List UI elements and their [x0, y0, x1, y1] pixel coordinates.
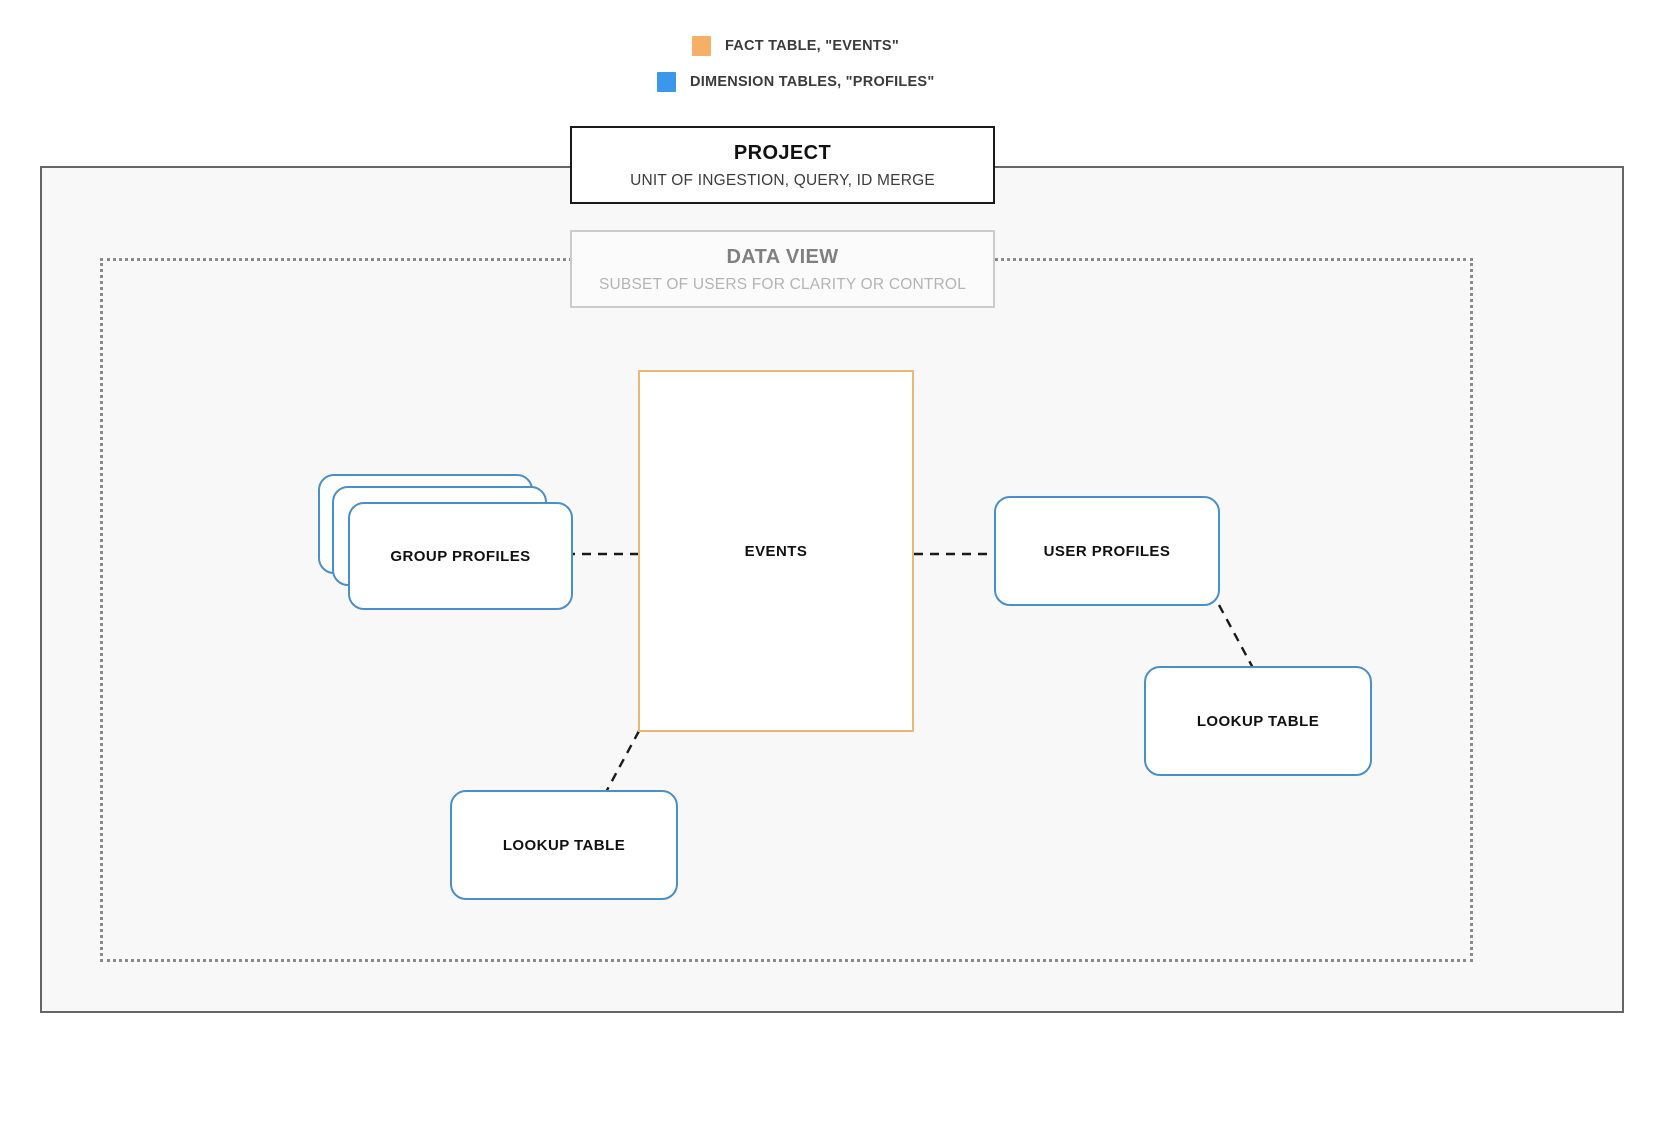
- node-user-profiles-label: USER PROFILES: [1043, 542, 1171, 560]
- legend-item-label: FACT TABLE, "EVENTS": [725, 38, 899, 54]
- data-view-subtitle: SUBSET OF USERS FOR CLARITY OR CONTROL: [598, 276, 967, 293]
- square-swatch-blue-icon: [657, 72, 676, 92]
- project-title-box: PROJECT UNIT OF INGESTION, QUERY, ID MER…: [570, 126, 995, 204]
- square-swatch-orange-icon: [692, 36, 711, 56]
- node-group-profiles[interactable]: GROUP PROFILES: [318, 474, 573, 610]
- node-lookup-table-right[interactable]: LOOKUP TABLE: [1144, 666, 1372, 776]
- data-view-title-box: DATA VIEW SUBSET OF USERS FOR CLARITY OR…: [570, 230, 995, 308]
- node-lookup-table-right-label: LOOKUP TABLE: [1196, 712, 1320, 730]
- node-lookup-table-left-label: LOOKUP TABLE: [502, 836, 626, 854]
- node-lookup-table-left[interactable]: LOOKUP TABLE: [450, 790, 678, 900]
- legend-item-dimension-tables: DIMENSION TABLES, "PROFILES": [657, 72, 934, 92]
- data-view-title: DATA VIEW: [726, 246, 839, 268]
- project-title: PROJECT: [733, 142, 832, 164]
- legend-item-fact-table: FACT TABLE, "EVENTS": [692, 36, 899, 56]
- node-group-profiles-label: GROUP PROFILES: [390, 547, 531, 565]
- node-user-profiles[interactable]: USER PROFILES: [994, 496, 1220, 606]
- legend-item-label: DIMENSION TABLES, "PROFILES": [690, 74, 935, 90]
- project-subtitle: UNIT OF INGESTION, QUERY, ID MERGE: [630, 172, 935, 189]
- node-events[interactable]: EVENTS: [638, 370, 914, 732]
- stack-card-front[interactable]: GROUP PROFILES: [348, 502, 573, 610]
- node-events-label: EVENTS: [744, 542, 808, 560]
